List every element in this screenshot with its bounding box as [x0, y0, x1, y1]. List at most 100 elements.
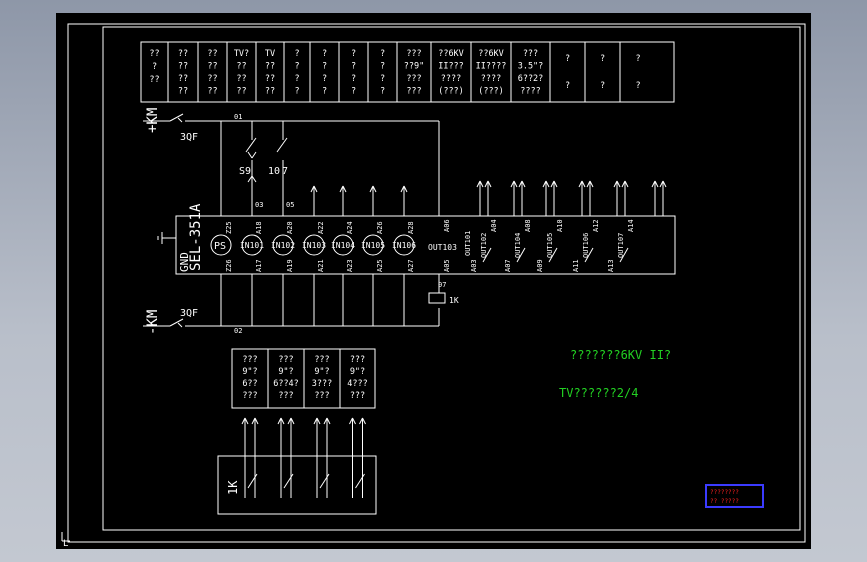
input-label: IN104	[331, 241, 355, 250]
terminal-z25: Z25	[225, 221, 233, 234]
input-terminal-top: A24	[346, 221, 354, 234]
arrow-icon	[313, 417, 331, 425]
switch-s9-label: S9	[239, 166, 251, 177]
output-label: OUT102	[480, 233, 488, 258]
contact-symbol	[619, 247, 629, 263]
contact-table-text: ???	[242, 355, 257, 365]
node-01-label: 01	[234, 113, 242, 121]
title-cell-text: ?	[294, 87, 299, 97]
title-cell-text: TV?	[234, 49, 249, 59]
input-terminal-bottom: A17	[255, 259, 263, 272]
arrow-icon	[349, 417, 366, 425]
title-cell-text: ?	[600, 81, 605, 91]
output-terminal-top: A14	[627, 219, 635, 232]
breaker-bottom-label: 3QF	[180, 308, 198, 319]
contact-symbol	[548, 247, 558, 263]
node-02-label: 02	[234, 327, 242, 335]
input-label: IN106	[392, 241, 416, 250]
inner-frame	[102, 26, 801, 531]
title-cell-text: ?	[635, 54, 640, 64]
title-cell-text: ??	[265, 87, 275, 97]
corner-mark-text: L	[63, 539, 68, 549]
contact-table-text: 6??	[242, 379, 257, 389]
title-cell-text: ?	[322, 49, 327, 59]
title-cell-text: ?	[380, 49, 385, 59]
output-out103-label: OUT103	[428, 243, 457, 252]
arrow-icon	[510, 180, 526, 188]
out103-terminal-bottom: A05	[443, 259, 451, 272]
switch-q-suffix: 7	[282, 166, 288, 177]
input-label: IN103	[302, 241, 326, 250]
input-terminal-top: A22	[317, 221, 325, 234]
arrow-icon	[476, 180, 492, 188]
contact-table-text: 9"?	[242, 367, 257, 377]
node-03-label: 03	[255, 201, 263, 209]
title-cell-text: ?	[322, 87, 327, 97]
title-cell-text: ??	[149, 49, 159, 59]
arrow-icon	[578, 180, 594, 188]
contact-table-text: 9"?	[314, 367, 329, 377]
title-cell-text: ??	[207, 62, 217, 72]
input-terminal-top: A26	[376, 221, 384, 234]
title-cell-text: ???	[523, 49, 538, 59]
title-cell-text: ?	[351, 74, 356, 84]
title-cell-text: ?	[351, 87, 356, 97]
output-label: OUT106	[582, 233, 590, 258]
input-circle	[393, 234, 415, 256]
output-terminal-top: A12	[592, 219, 600, 232]
title-cell-text: ??9"	[404, 62, 424, 72]
negative-bus-label: -KM	[145, 310, 161, 335]
contact-table-text: ???	[314, 391, 329, 401]
arrow-icon	[613, 180, 629, 188]
output-terminal-bottom: A11	[572, 259, 580, 272]
contact-table-text: ???	[278, 391, 293, 401]
title-cell-text: ?	[152, 62, 157, 72]
title-cell-text: ?	[294, 62, 299, 72]
drawing-area	[56, 13, 811, 549]
contact-table-text: ???	[242, 391, 257, 401]
output-terminal-top: A04	[490, 219, 498, 232]
title-cell-text: TV	[265, 49, 275, 59]
device-gnd: GND	[178, 252, 191, 272]
input-terminal-top: A20	[286, 221, 294, 234]
contact-block-label: 1K	[226, 480, 240, 495]
contact-table-text: ???	[350, 355, 365, 365]
terminal-z26: Z26	[225, 259, 233, 272]
contact-table	[231, 348, 376, 409]
title-cell-text: ??6KV	[438, 49, 464, 59]
title-cell-text: ?	[380, 87, 385, 97]
contact-table-text: 4???	[347, 379, 367, 389]
title-cell-text: ??	[178, 62, 188, 72]
arrow-icon	[369, 185, 377, 193]
input-terminal-top: A18	[255, 221, 263, 234]
title-cell-text: ??	[178, 87, 188, 97]
output-terminal-bottom: A09	[536, 259, 544, 272]
title-cell-text: (???)	[478, 87, 504, 97]
node-05-label: 05	[286, 201, 294, 209]
title-cell-text: ??	[149, 75, 159, 85]
output-terminal-bottom: A03	[470, 259, 478, 272]
stamp-line-2: ?? ?????	[710, 498, 739, 505]
title-cell-text: ??	[265, 74, 275, 84]
title-cell-text: ?	[351, 49, 356, 59]
title-cell-text: 3.5"?	[518, 62, 544, 72]
stamp-line-1: ????????	[710, 489, 739, 496]
input-terminal-top: A28	[407, 221, 415, 234]
title-cell-text: ??	[207, 49, 217, 59]
out101-label: OUT101	[464, 231, 472, 256]
title-cell-text: ?	[294, 49, 299, 59]
input-circle	[332, 234, 354, 256]
positive-bus-label: +KM	[145, 108, 161, 133]
arrow-icon	[542, 180, 558, 188]
input-label: IN101	[240, 241, 264, 250]
output-terminal-top: A10	[556, 219, 564, 232]
title-cell-text: ?	[322, 74, 327, 84]
contact-symbol	[247, 473, 258, 489]
title-cell-text: II????	[476, 62, 507, 72]
contact-table-text: ???	[350, 391, 365, 401]
input-terminal-bottom: A27	[407, 259, 415, 272]
title-cell-text: ??	[236, 74, 246, 84]
title-cell-text: ??	[265, 62, 275, 72]
output-terminal-top: A08	[524, 219, 532, 232]
title-cell-text: ????	[520, 87, 540, 97]
